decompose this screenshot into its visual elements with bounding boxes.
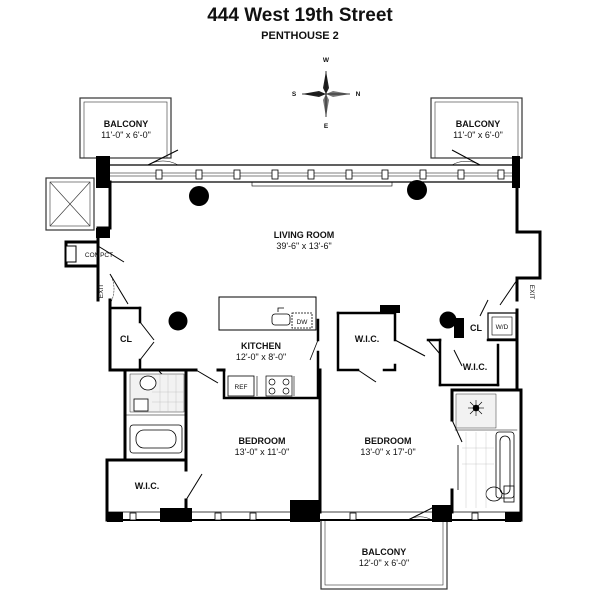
balcony-left-name: BALCONY [104, 119, 149, 129]
balcony-left-dim: 11'-0" x 6'-0" [101, 130, 151, 140]
page-subtitle: PENTHOUSE 2 [261, 30, 339, 42]
balcony-right-name: BALCONY [456, 119, 501, 129]
compass-rose-icon [302, 71, 350, 117]
exit-label-left: EXIT [98, 284, 105, 298]
living-room-name: LIVING ROOM [274, 230, 335, 240]
wic-upper-label: W.I.C. [355, 334, 380, 344]
bedroom-right-name: BEDROOM [365, 436, 412, 446]
tile-pattern-left [152, 374, 184, 412]
compass-west: W [323, 57, 330, 64]
compass-east: E [324, 123, 329, 130]
living-room-dim: 39'-6" x 13'-6" [276, 241, 331, 251]
refrigerator-icon [227, 375, 255, 397]
wic-right-label: W.I.C. [463, 362, 488, 372]
balcony-bottom-dim: 12'-0" x 6'-0" [359, 558, 409, 568]
range-icon [265, 375, 293, 397]
interior-doors [139, 299, 489, 501]
bedroom-left-dim: 13'-0" x 11'-0" [235, 447, 290, 457]
exit-label-right: EXIT [528, 285, 535, 299]
tile-pattern-right [462, 432, 494, 508]
balcony-left-outline [79, 97, 172, 159]
bedroom-left-name: BEDROOM [239, 436, 286, 446]
columns [168, 180, 457, 331]
balcony-bottom-name: BALCONY [362, 547, 407, 557]
balcony-bottom-door [407, 507, 433, 521]
closet-left-label: CL [120, 334, 132, 344]
kitchen-island [218, 296, 317, 331]
washer-dryer-label: W/D [496, 324, 509, 331]
bedroom-right-dim: 13'-0" x 17'-0" [360, 447, 415, 457]
compactor-label: COMPCT [85, 252, 113, 259]
washer-dryer-icon [487, 312, 517, 340]
top-window-mullions [155, 169, 505, 180]
shower-head-icon [468, 400, 484, 416]
balcony-right-dim: 11'-0" x 6'-0" [453, 130, 503, 140]
exit-door-left [109, 273, 129, 305]
balcony-right-outline [430, 97, 523, 159]
kitchen-dim: 12'-0" x 8'-0" [236, 352, 286, 362]
balcony-left-door [147, 149, 179, 166]
compass-north: N [356, 91, 361, 98]
interior-walls [105, 306, 519, 514]
kitchen-name: KITCHEN [241, 341, 281, 351]
kitchen-sink-icon [271, 307, 291, 326]
wall-blocks [96, 156, 521, 522]
room-labels: BALCONY 11'-0" x 6'-0" BALCONY 11'-0" x … [85, 119, 535, 568]
compactor-room [64, 240, 125, 268]
bottom-window-mullions [129, 512, 479, 521]
compass-south: S [292, 91, 297, 98]
dishwasher-label: DW [297, 319, 309, 326]
kitchen-pantry-door [309, 339, 319, 361]
refrigerator-label: REF [235, 384, 248, 391]
closet-right-label: CL [470, 323, 482, 333]
soffit-line [251, 181, 393, 187]
balcony-right-door [451, 149, 481, 166]
wic-lower-label: W.I.C. [135, 481, 160, 491]
exit-door-right [499, 279, 518, 306]
page-title: 444 West 19th Street [207, 5, 393, 26]
skylight-icon [45, 177, 95, 231]
bath-left-fixtures [129, 373, 185, 454]
